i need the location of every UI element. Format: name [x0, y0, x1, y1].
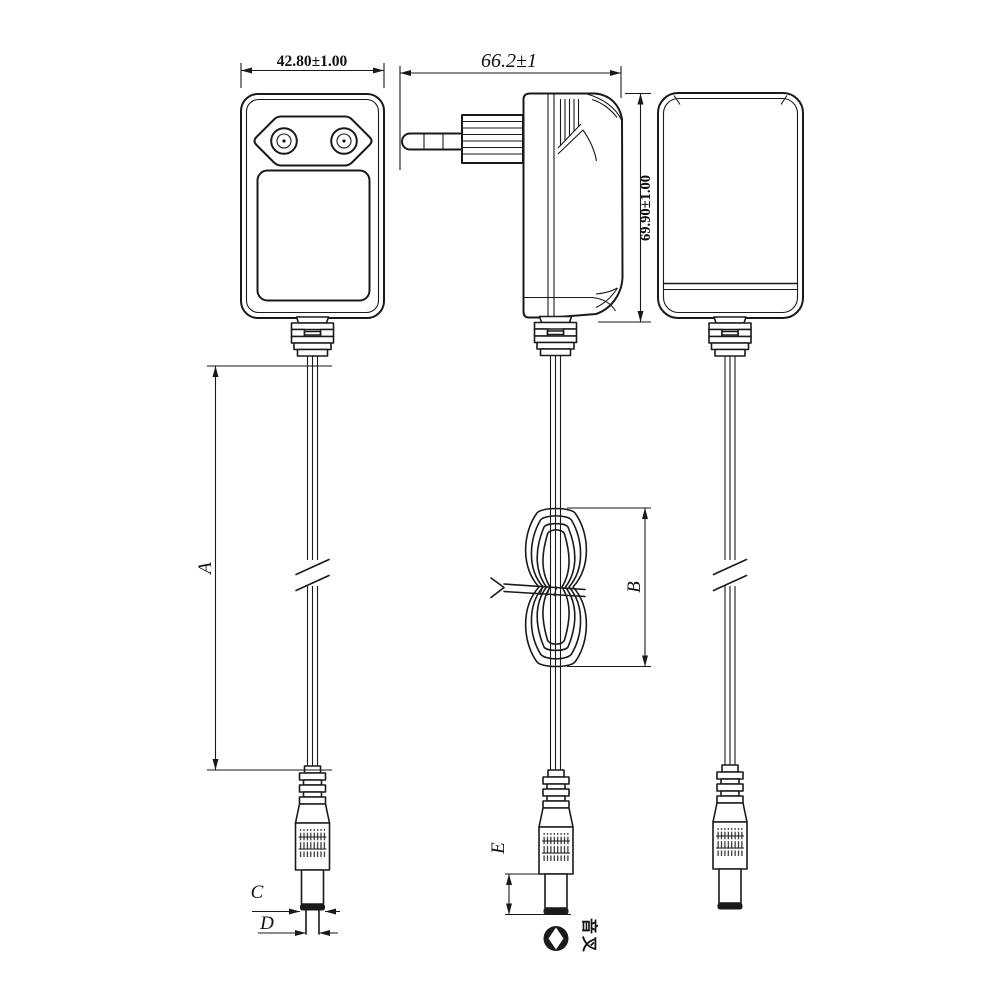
dim-cable-length-a: A	[195, 365, 332, 771]
dc-plug-front	[294, 765, 331, 912]
cable-break-icon	[295, 558, 330, 592]
label-area	[256, 169, 371, 302]
front-body-inner-outline	[245, 98, 380, 314]
dim-c-label: C	[251, 882, 264, 903]
dim-front-width: 42.80±1.00	[240, 53, 385, 88]
rear-body-inner-outline	[662, 97, 799, 314]
bottom-right-bevel	[523, 287, 618, 312]
power-cable-front	[295, 356, 330, 766]
top-right-bevel	[586, 93, 622, 121]
dim-tip-od-c: C	[251, 882, 340, 915]
vent-slots	[557, 99, 598, 162]
plug-type-label: 音叉	[580, 918, 599, 954]
corner-seam-marks	[673, 95, 788, 105]
power-cable-side	[549, 356, 562, 770]
side-view	[401, 92, 624, 319]
dim-side-width-label: 66.2±1	[481, 50, 537, 72]
europlug-face	[253, 115, 373, 167]
dim-side-height-label: 69.90±1.00	[638, 175, 654, 241]
dim-e-label: E	[488, 842, 509, 855]
dim-side-height: 69.90±1.00	[598, 92, 654, 323]
dim-d-label: D	[259, 913, 274, 934]
plug-cross-section-icon	[543, 926, 569, 951]
dim-front-width-label: 42.80±1.00	[277, 53, 348, 70]
strain-relief-front	[290, 316, 335, 357]
side-body-outline	[522, 92, 624, 319]
mains-pin-left	[270, 127, 298, 155]
dim-side-width: 66.2±1	[399, 50, 622, 170]
dc-plug-rear	[712, 764, 748, 911]
dim-barrel-length-e: E	[488, 842, 571, 916]
strain-relief-rear	[708, 316, 752, 357]
power-cable-rear	[712, 356, 748, 765]
mains-pin-side	[401, 132, 463, 151]
front-view	[240, 93, 385, 319]
cable-coil	[490, 356, 588, 770]
rear-view	[657, 92, 804, 319]
dim-pin-d: D	[258, 913, 338, 936]
dc-plug-center-pin	[305, 909, 320, 935]
plug-base-ribs	[461, 114, 524, 164]
mains-pin-right	[330, 127, 358, 155]
dim-a-label: A	[195, 562, 216, 576]
dc-plug-side	[538, 769, 574, 916]
dim-b-label: B	[624, 581, 645, 593]
cable-break-icon	[712, 558, 748, 592]
twist-tie	[490, 577, 586, 599]
dim-coil-length-b: B	[567, 507, 651, 668]
front-body-outline	[240, 93, 385, 319]
strain-relief-side	[533, 315, 578, 357]
